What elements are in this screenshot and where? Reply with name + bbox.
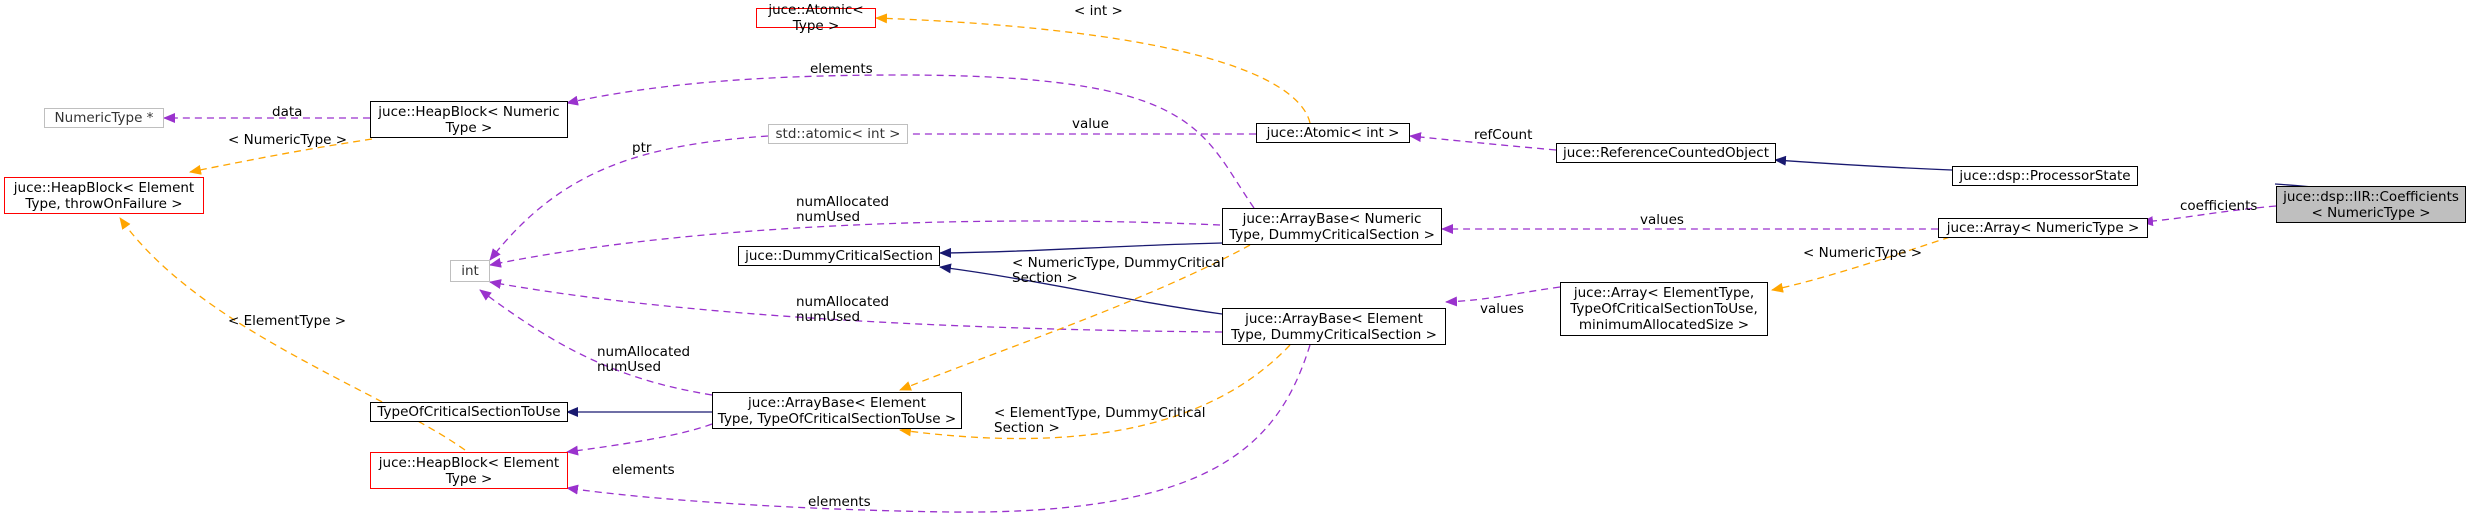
edge-dummycs-to-arraybase-element [939, 263, 1223, 315]
edge-arraybase-tocs-elementdummy-param [899, 344, 1291, 440]
node-heapblock-throw[interactable]: juce::HeapBlock< Element Type, throwOnFa… [4, 177, 204, 214]
node-reference-counted-object[interactable]: juce::ReferenceCountedObject [1556, 143, 1776, 163]
edge-label-coefficients: coefficients [2180, 198, 2257, 214]
edge-arraybase-element-values [1445, 286, 1561, 307]
edge-array-numeric-coefficients [2141, 205, 2277, 227]
edge-atomicint-refcount [1409, 132, 1557, 151]
node-arraybase-element-tocs[interactable]: juce::ArrayBase< Element Type, TypeOfCri… [712, 392, 962, 429]
edge-label-values-element: values [1480, 301, 1524, 317]
edge-label-elements-top: elements [810, 61, 873, 77]
edge-int-ptr [489, 135, 769, 261]
edge-heapblock-numeric-elements [566, 74, 1255, 209]
node-dummy-critical-section[interactable]: juce::DummyCriticalSection [738, 246, 940, 266]
edge-label-ptr: ptr [632, 140, 652, 156]
node-type-of-critical-section[interactable]: TypeOfCriticalSectionToUse [370, 402, 568, 422]
node-arraybase-numeric-dummy[interactable]: juce::ArrayBase< Numeric Type, DummyCrit… [1222, 208, 1442, 245]
edge-dummycs-to-arraybase-numeric [939, 242, 1223, 258]
edge-atomictype-int-param [875, 13, 1311, 124]
edge-heapblockthrow-numerictype-param [189, 138, 373, 175]
edge-label-numerictype-param: < NumericType > [1803, 245, 1922, 261]
edge-label-value: value [1072, 116, 1109, 132]
edge-label-elementtype-param: < ElementType > [228, 313, 346, 329]
node-array-element[interactable]: juce::Array< ElementType, TypeOfCritical… [1560, 282, 1768, 336]
edge-label-elements-bottom: elements [808, 494, 871, 510]
edge-label-numerictype-heap: < NumericType > [228, 132, 347, 148]
node-processor-state[interactable]: juce::dsp::ProcessorState [1952, 166, 2138, 186]
node-int[interactable]: int [450, 260, 490, 282]
node-heapblock-element[interactable]: juce::HeapBlock< Element Type > [370, 452, 568, 489]
edge-label-refcount: refCount [1474, 127, 1532, 143]
node-atomic-type[interactable]: juce::Atomic< Type > [756, 2, 876, 34]
edge-int-numallocated-1 [489, 220, 1221, 268]
node-std-atomic-int[interactable]: std::atomic< int > [768, 124, 908, 144]
edge-int-numallocated-3 [479, 289, 713, 396]
edge-heapblock-element-elements-mid [566, 423, 713, 456]
node-arraybase-element-dummy[interactable]: juce::ArrayBase< Element Type, DummyCrit… [1222, 308, 1446, 345]
edge-heapblock-element-elements-bottom [566, 344, 1311, 513]
edge-heapblockthrow-elementtype-param [119, 217, 466, 451]
edge-int-numallocated-2 [489, 279, 1223, 333]
node-array-numeric[interactable]: juce::Array< NumericType > [1938, 218, 2148, 238]
edge-label-data: data [272, 104, 302, 120]
edge-label-int-param: < int > [1074, 3, 1123, 19]
edge-arrayelement-numerictype-param [1771, 236, 1951, 293]
node-iir-coefficients[interactable]: juce::dsp::IIR::Coefficients < NumericTy… [2276, 186, 2466, 223]
node-heapblock-numeric[interactable]: juce::HeapBlock< Numeric Type > [370, 101, 568, 138]
edge-label-values-numeric: values [1640, 212, 1684, 228]
node-atomic-int[interactable]: juce::Atomic< int > [1256, 123, 1410, 143]
node-numerictype-pointer[interactable]: NumericType * [44, 108, 164, 128]
edge-label-elements-mid: elements [612, 462, 675, 478]
